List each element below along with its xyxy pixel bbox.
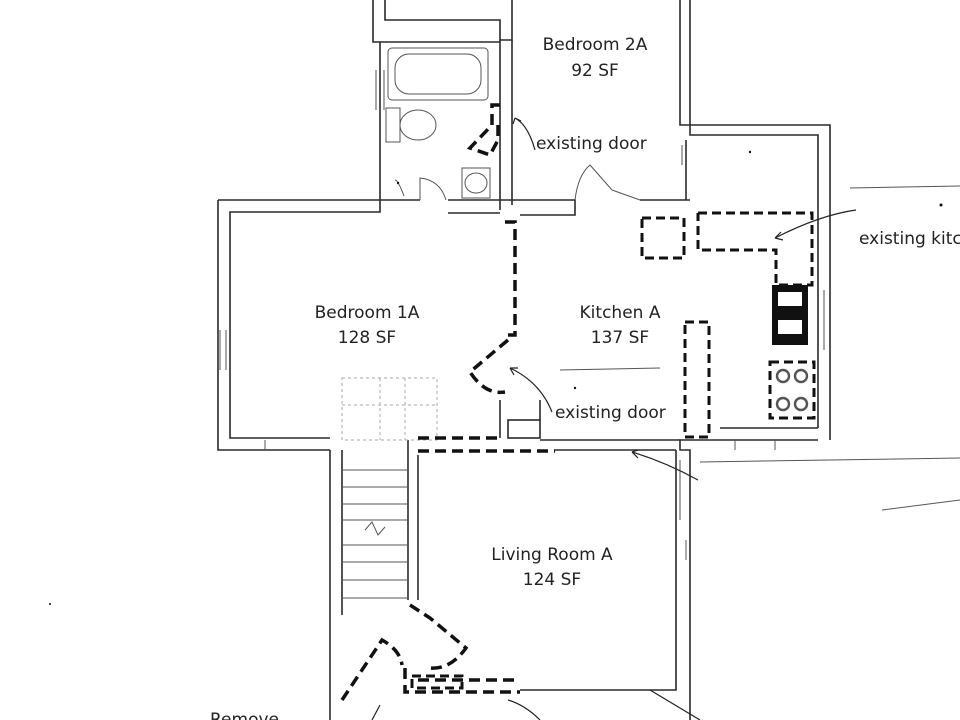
room-name-kitchen-a: Kitchen A bbox=[580, 303, 661, 323]
kitchen-appliances bbox=[768, 285, 816, 420]
note-remove: Remove bbox=[210, 710, 279, 720]
door-swings bbox=[394, 164, 641, 201]
room-labels: Bedroom 2A 92 SF Bedroom 1A 128 SF Kitch… bbox=[315, 35, 661, 590]
walls bbox=[217, 0, 831, 720]
room-name-living-room-a: Living Room A bbox=[491, 545, 613, 565]
annotation-arrows bbox=[49, 117, 960, 720]
room-area-bedroom-2a: 92 SF bbox=[571, 61, 619, 81]
bathtub-icon bbox=[387, 47, 489, 101]
arrow-icon bbox=[512, 117, 536, 151]
stairs bbox=[341, 377, 438, 599]
room-name-bedroom-2a: Bedroom 2A bbox=[543, 35, 648, 55]
toilet-tank-icon bbox=[385, 107, 401, 143]
note-existing-kitchen: existing kitc bbox=[859, 229, 960, 249]
note-existing-door-middle: existing door bbox=[555, 403, 666, 423]
bathroom-fixtures bbox=[385, 47, 491, 199]
arrow-icon bbox=[507, 699, 541, 720]
room-area-bedroom-1a: 128 SF bbox=[338, 328, 396, 348]
arrow-icon bbox=[509, 367, 553, 413]
range-icon bbox=[768, 360, 816, 420]
toilet-icon bbox=[399, 109, 437, 141]
room-name-bedroom-1a: Bedroom 1A bbox=[315, 303, 420, 323]
sink-icon bbox=[461, 167, 491, 199]
windows bbox=[219, 70, 825, 560]
arrow-icon bbox=[774, 209, 857, 241]
proposed-changes bbox=[340, 103, 814, 701]
notes: existing door existing door existing kit… bbox=[210, 134, 960, 720]
arrow-icon bbox=[631, 449, 699, 481]
room-area-living-room-a: 124 SF bbox=[523, 570, 581, 590]
room-area-kitchen-a: 137 SF bbox=[591, 328, 649, 348]
note-existing-door-upper: existing door bbox=[536, 134, 647, 154]
